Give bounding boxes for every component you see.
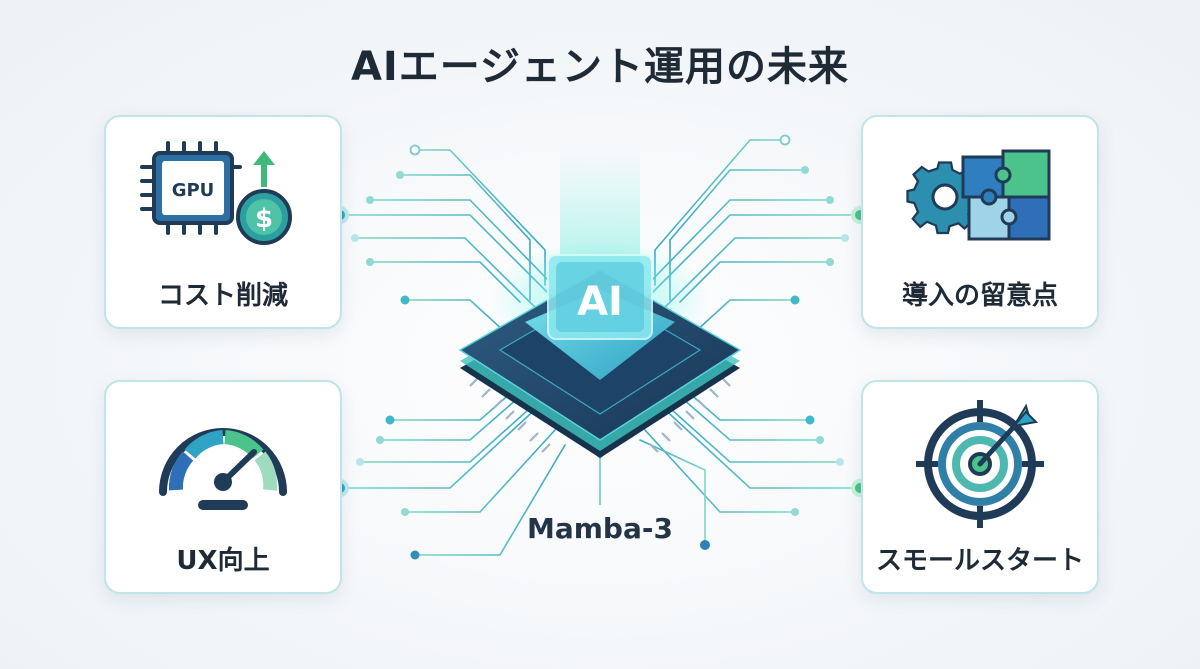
card-label: スモールスタート bbox=[875, 546, 1084, 576]
card-label: コスト削減 bbox=[157, 281, 288, 311]
page-title: AIエージェント運用の未来 bbox=[350, 44, 850, 90]
card-label: 導入の留意点 bbox=[901, 281, 1058, 311]
target-icon bbox=[916, 400, 1044, 528]
chip-text: AI bbox=[577, 279, 623, 325]
speedometer-icon bbox=[159, 428, 287, 510]
card-cost-reduction: GPU $ コスト削減 bbox=[104, 115, 342, 329]
card-small-start: スモールスタート bbox=[861, 380, 1099, 594]
center-label: Mamba-3 bbox=[527, 512, 673, 545]
gpu-text: GPU bbox=[172, 180, 215, 201]
gpu-dollar-icon: GPU $ bbox=[140, 141, 292, 245]
card-adoption-notes: 導入の留意点 bbox=[861, 115, 1099, 329]
ai-chip bbox=[458, 254, 742, 458]
gear-puzzle-icon bbox=[906, 149, 1051, 241]
card-ux-improvement: UX向上 bbox=[104, 380, 342, 594]
dollar-symbol: $ bbox=[255, 204, 273, 234]
card-label: UX向上 bbox=[176, 546, 270, 576]
